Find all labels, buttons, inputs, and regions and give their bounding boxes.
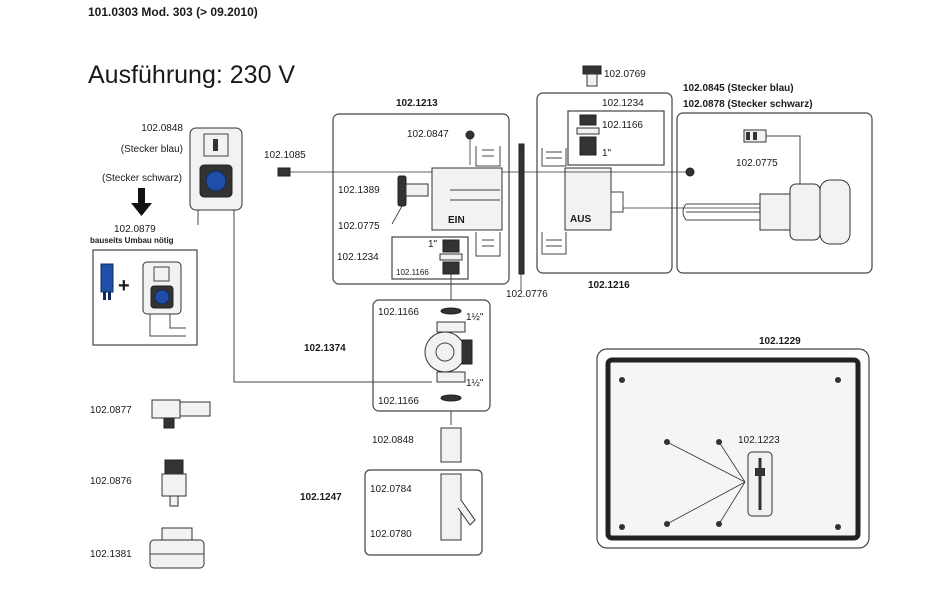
seal-ring (518, 143, 525, 275)
label-plug-black-desc: (Stecker schwarz) (102, 173, 182, 184)
pump (424, 307, 473, 402)
group-aus-box (536, 92, 673, 274)
heater-box (676, 112, 873, 274)
conversion-arrow (131, 188, 152, 216)
label-panel-group: 102.1229 (759, 336, 801, 347)
left-part-1 (151, 399, 211, 429)
aus-fitting (576, 114, 600, 156)
aus-housing (541, 148, 624, 255)
label-panel-gauge: 102.1223 (738, 435, 780, 446)
label-nipple: 102.0848 (372, 435, 414, 446)
left-part-2 (161, 459, 187, 507)
label-controller-plug-blue-code: 102.0848 (141, 123, 183, 134)
ein-top-screw (465, 130, 475, 140)
aus-fitting-box (567, 110, 665, 166)
label-ein-sensor: 102.1389 (338, 185, 380, 196)
conversion-plug (100, 263, 114, 300)
label-seal-ring: 102.0776 (506, 289, 548, 300)
panel (605, 357, 861, 541)
left-part-3 (149, 527, 205, 569)
label-group-aus: 102.1216 (588, 280, 630, 291)
valve-box (364, 469, 483, 556)
label-pump-seal-top: 102.1166 (378, 307, 419, 318)
label-heater-black: 102.0878 (Stecker schwarz) (683, 99, 813, 110)
ein-fitting-box (391, 236, 469, 280)
aus-top-vent (582, 65, 602, 87)
label-pump-seal-bottom: 102.1166 (378, 396, 419, 407)
controller-unit (189, 127, 243, 225)
label-pump-inch-bottom: 1½" (466, 378, 484, 389)
label-left-part-3: 102.1381 (90, 549, 132, 560)
label-left-part-2: 102.0876 (90, 476, 132, 487)
group-ein-box (332, 113, 510, 285)
controller-pump-cable (233, 225, 432, 383)
label-conversion-code: 102.0879 (114, 224, 156, 235)
label-heater-blue: 102.0845 (Stecker blau) (683, 83, 794, 94)
label-group-ein: 102.1213 (396, 98, 438, 109)
conversion-controller (142, 261, 186, 337)
label-ein: EIN (448, 215, 465, 226)
label-ein-fitting: 102.1234 (337, 252, 379, 263)
label-pump-inch-top: 1½" (466, 312, 484, 323)
nipple (440, 427, 462, 463)
valve (440, 473, 476, 541)
panel-outer-box (596, 348, 870, 549)
label-ein-inch: 1" (428, 239, 438, 250)
label-pump-group: 102.1374 (304, 343, 346, 354)
label-aus-fitting-small: 102.1166 (602, 120, 643, 131)
heater-element (682, 179, 851, 245)
ein-sensor (397, 175, 429, 207)
ein-housing (431, 146, 503, 257)
label-aus-top: 102.0769 (604, 69, 646, 80)
pump-box (372, 299, 491, 412)
label-left-part-1: 102.0877 (90, 405, 132, 416)
label-controller-plug-blue-desc: (Stecker blau) (121, 144, 183, 155)
label-aus-fitting: 102.1234 (602, 98, 644, 109)
ein-fitting (439, 239, 463, 275)
conversion-box (92, 249, 198, 346)
label-valve-top: 102.0784 (370, 484, 412, 495)
label-aus-inch: 1" (602, 148, 612, 159)
label-ein-fitting-small: 102.1166 (396, 268, 429, 277)
label-conversion-desc: bauseits Umbau nötig (90, 236, 174, 245)
label-aus: AUS (570, 214, 591, 225)
diagram-title: Ausführung: 230 V (88, 61, 295, 89)
label-valve-group: 102.1247 (300, 492, 342, 503)
label-ein-sensor-seal: 102.0775 (338, 221, 380, 232)
label-pin-left: 102.1085 (264, 150, 306, 161)
diagram-header: 101.0303 Mod. 303 (> 09.2010) (88, 5, 258, 19)
pin-right (685, 167, 695, 177)
label-valve-bottom: 102.0780 (370, 529, 412, 540)
plus-sign: + (118, 275, 130, 297)
heater-plug (743, 129, 801, 190)
label-ein-top-small: 102.0847 (407, 129, 449, 140)
label-heater-seal: 102.0775 (736, 158, 778, 169)
